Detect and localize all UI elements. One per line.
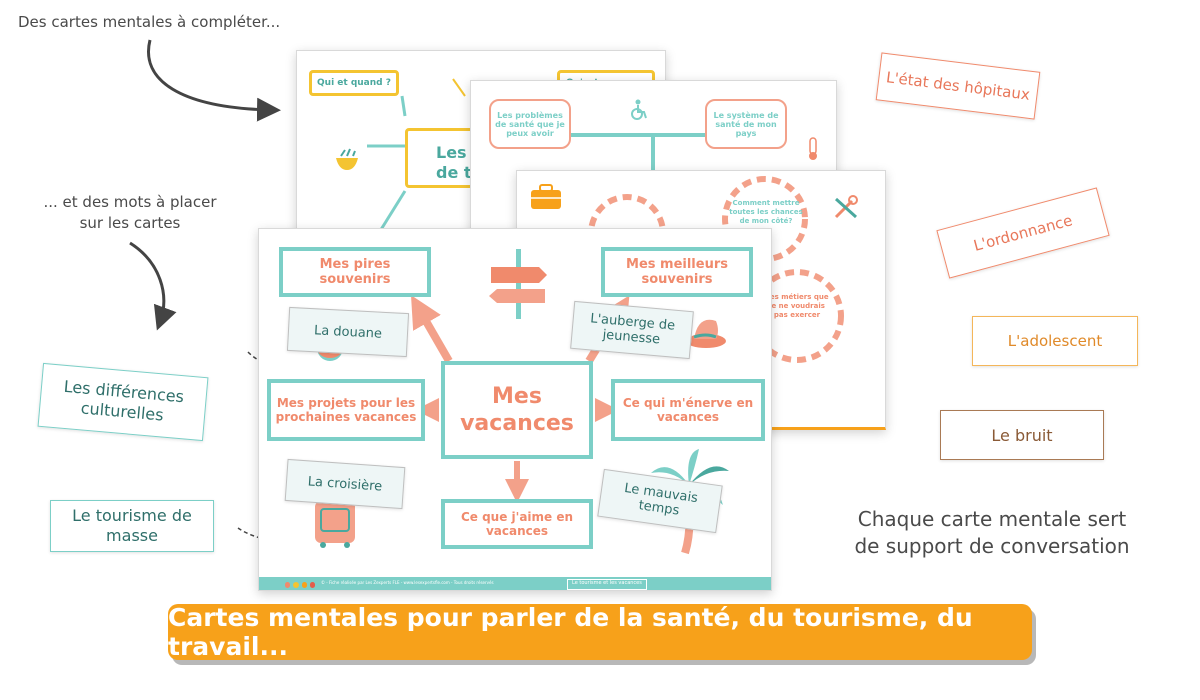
vacances-center: Mes vacances — [441, 361, 593, 459]
word-card-adolescent[interactable]: L'adolescent — [972, 316, 1138, 366]
annotation-right: Chaque carte mentale sert de support de … — [842, 506, 1142, 560]
footer-text: © - Fiche réalisée par Les Zexperts FLE … — [321, 580, 494, 585]
signpost-icon — [487, 247, 551, 321]
sheet-health-box-right: Le système de santé de mon pays — [705, 99, 787, 149]
vacances-box-meilleurs-souvenirs: Mes meilleurs souvenirs — [601, 247, 753, 297]
briefcase-icon — [529, 183, 563, 211]
vacances-box-enerve: Ce qui m'énerve en vacances — [611, 379, 765, 441]
vacances-footer: © - Fiche réalisée par Les Zexperts FLE … — [259, 577, 771, 590]
sheet-health-lines — [571, 133, 705, 171]
annotation-mid: ... et des mots à placer sur les cartes — [35, 192, 225, 234]
sheet-health-box-left: Les problèmes de santé que je peux avoir — [489, 99, 571, 149]
wheelchair-icon — [629, 99, 649, 121]
sheet-work-gear-top-text: Comment mettre toutes les chances de mon… — [729, 199, 803, 225]
tools-icon — [832, 193, 860, 221]
annotation-mid-line2: sur les cartes — [79, 214, 181, 232]
word-card-douane[interactable]: La douane — [286, 306, 410, 358]
word-card-croisiere[interactable]: La croisière — [284, 458, 406, 510]
annotation-mid-line1: ... et des mots à placer — [43, 193, 217, 211]
vacances-box-jaime: Ce que j'aime en vacances — [441, 499, 593, 549]
arrow-to-words — [129, 241, 177, 331]
sheet-food-box-left: Qui et quand ? — [309, 70, 399, 96]
annotation-top: Des cartes mentales à compléter... — [18, 13, 281, 31]
sheet-vacances-map: Mes pires souvenirs Mes meilleurs souven… — [258, 228, 772, 591]
word-card-bruit[interactable]: Le bruit — [940, 410, 1104, 460]
bottom-banner: Cartes mentales pour parler de la santé,… — [168, 603, 1032, 661]
vacances-box-projets: Mes projets pour les prochaines vacances — [267, 379, 425, 441]
vacances-box-pires-souvenirs: Mes pires souvenirs — [279, 247, 431, 297]
arrow-to-maps — [147, 39, 281, 122]
footer-tag: Le tourisme et les vacances — [567, 579, 647, 590]
footer-dots — [285, 582, 315, 588]
sheet-work-gear-bottom-text: Les métiers que je ne voudrais pas exerc… — [765, 293, 829, 319]
bowl-icon — [333, 146, 361, 172]
annotation-right-line2: de support de conversation — [854, 534, 1130, 558]
annotation-right-line1: Chaque carte mentale sert — [857, 507, 1127, 531]
hat-icon — [684, 309, 728, 353]
word-card-tourisme[interactable]: Le tourisme de masse — [50, 500, 214, 552]
thermometer-icon — [806, 136, 820, 162]
